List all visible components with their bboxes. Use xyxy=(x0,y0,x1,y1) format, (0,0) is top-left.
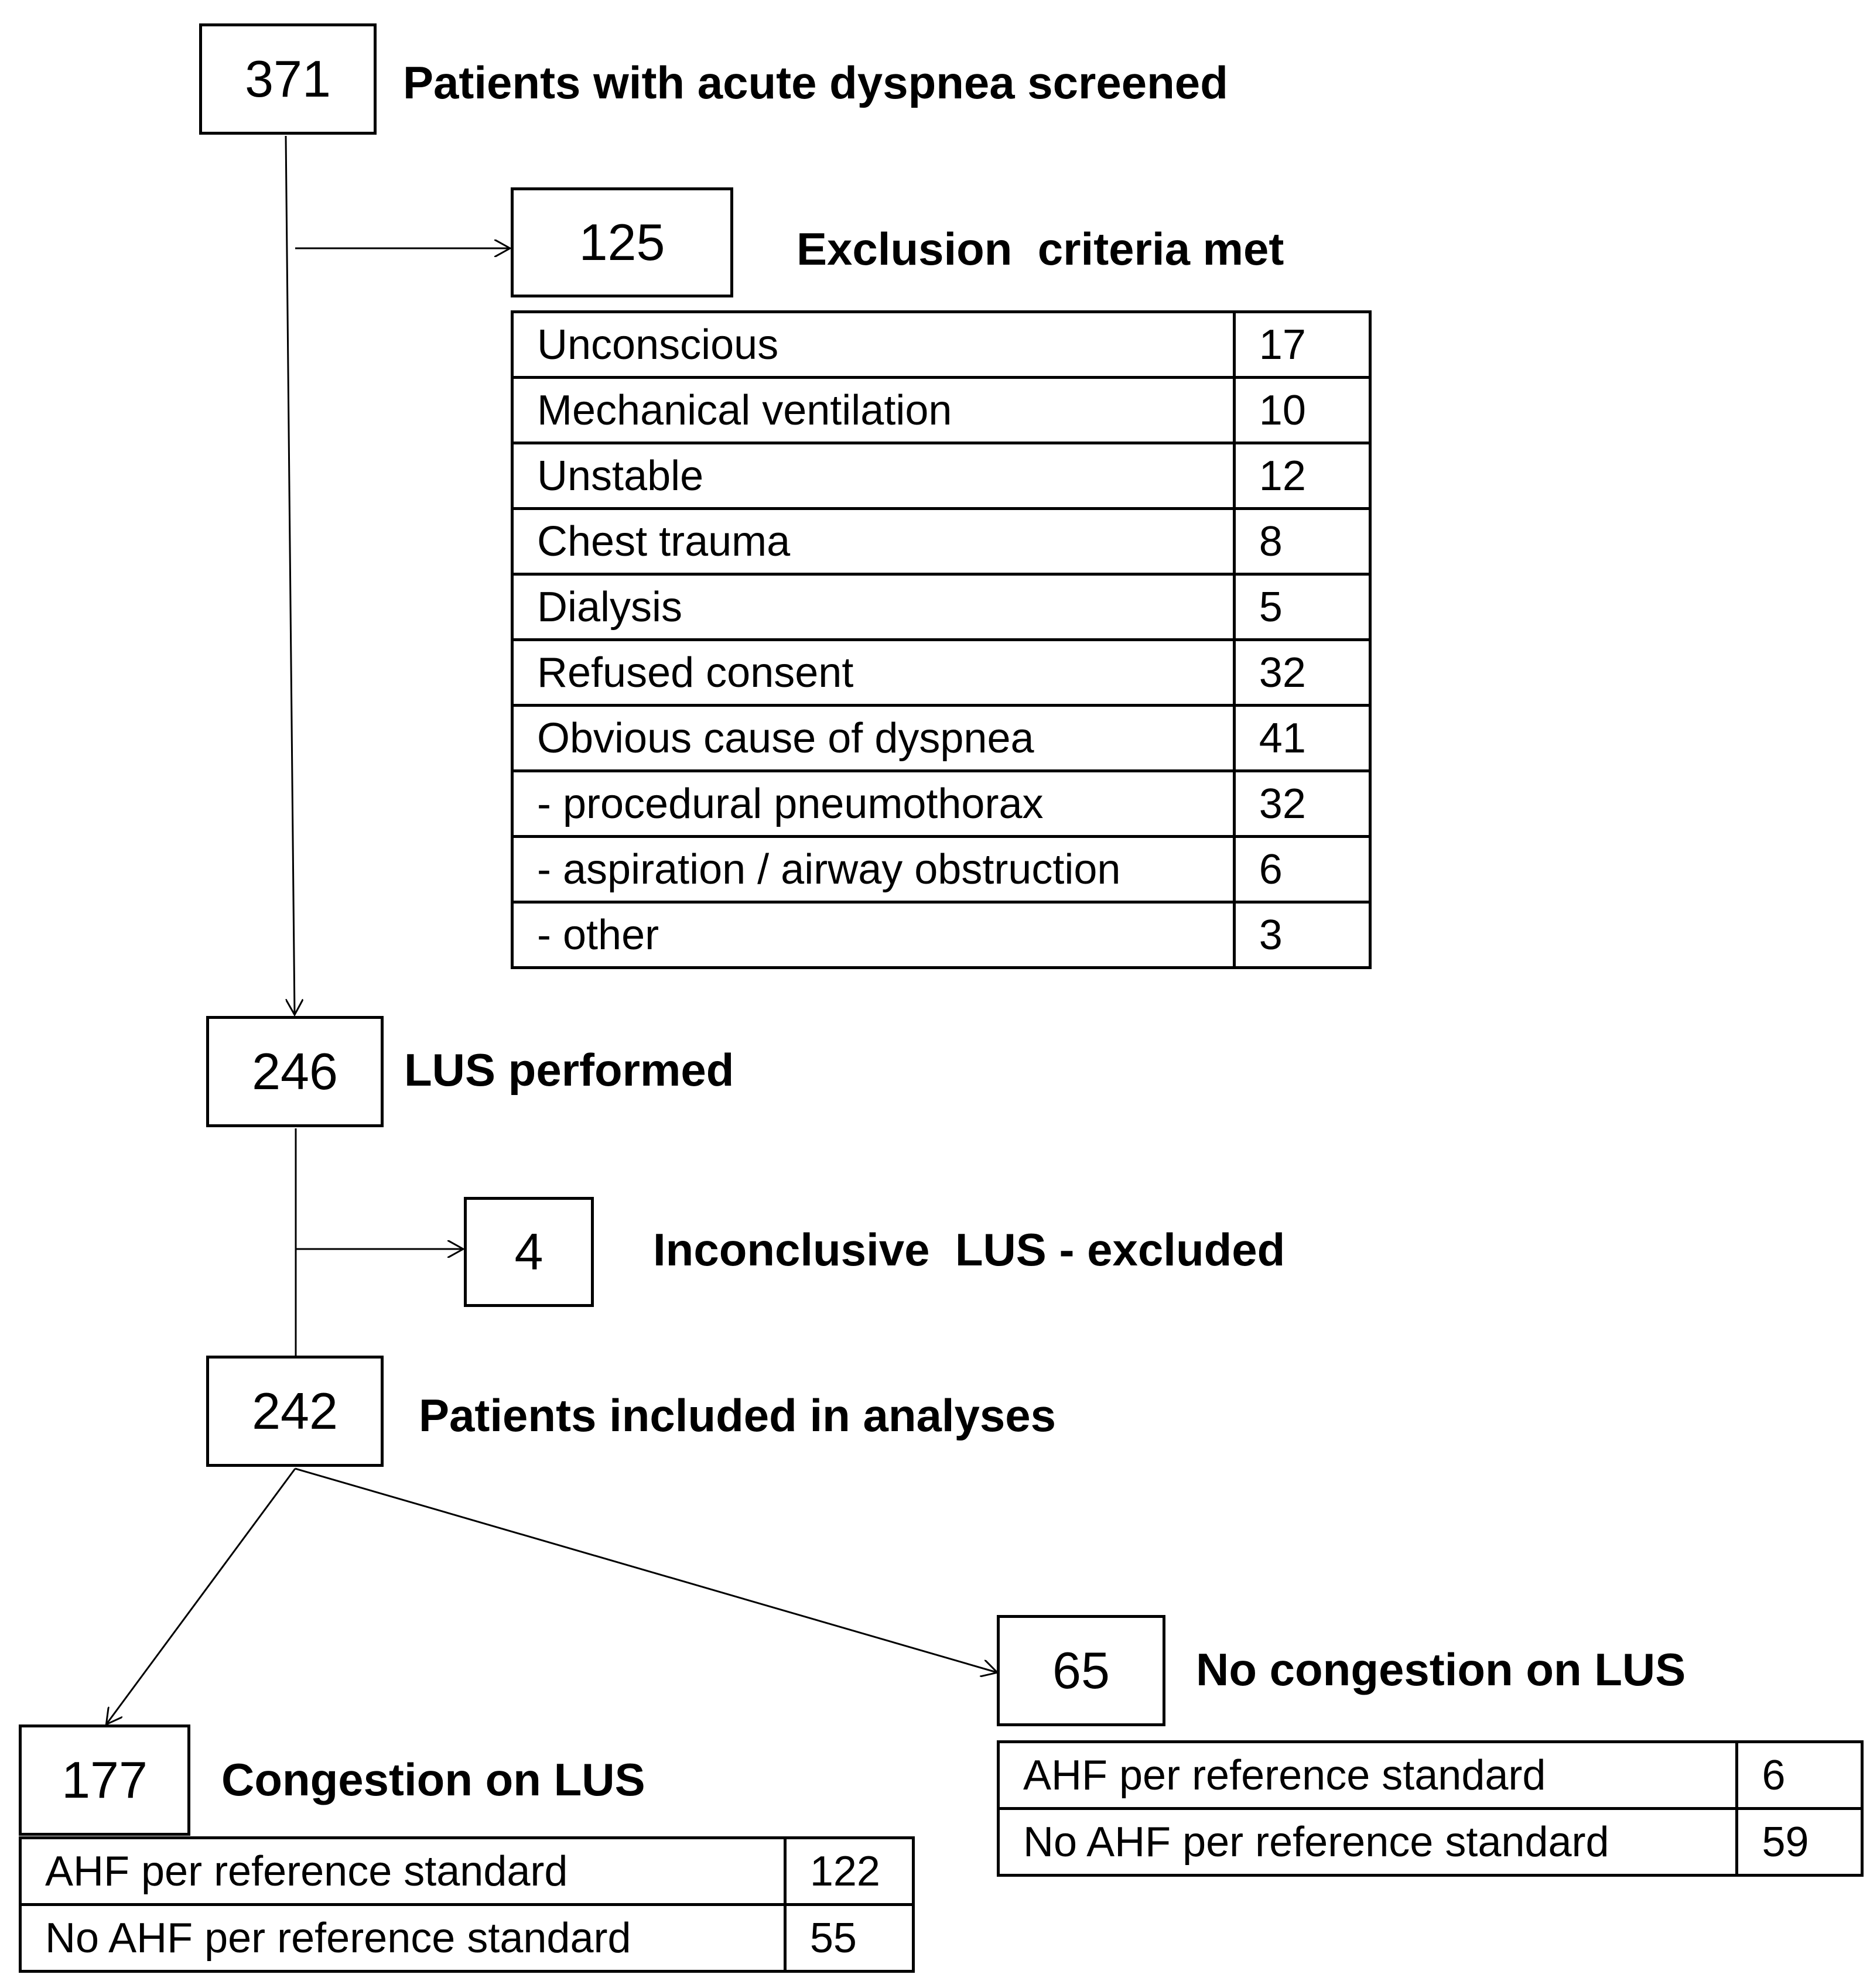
included-count: 242 xyxy=(252,1382,338,1440)
row-count: 12 xyxy=(1232,442,1372,510)
congestion-count: 177 xyxy=(61,1751,148,1809)
no-congestion-label: No congestion on LUS xyxy=(1196,1644,1686,1695)
row-label: Dialysis xyxy=(511,573,1236,641)
included-label: Patients included in analyses xyxy=(419,1390,1057,1441)
inconclusive-label: Inconclusive LUS - excluded xyxy=(653,1224,1286,1275)
row-count: 32 xyxy=(1232,638,1372,707)
row-count: 32 xyxy=(1232,769,1372,838)
no-congestion-count-box: 65 xyxy=(997,1615,1165,1726)
inconclusive-count-box: 4 xyxy=(464,1197,594,1307)
arrow-to-no-congestion xyxy=(295,1467,997,1672)
row-count: 41 xyxy=(1232,704,1372,772)
arrow-screened-to-lus xyxy=(285,135,295,1014)
screened-count-box: 371 xyxy=(199,23,377,135)
row-label: Unconscious xyxy=(511,310,1236,379)
row-count: 55 xyxy=(783,1903,915,1973)
row-count: 3 xyxy=(1232,901,1372,969)
row-count: 122 xyxy=(783,1836,915,1906)
row-label: Unstable xyxy=(511,442,1236,510)
lus-performed-count-box: 246 xyxy=(206,1016,384,1127)
screened-count: 371 xyxy=(245,50,331,108)
row-count: 10 xyxy=(1232,376,1372,444)
lus-performed-label: LUS performed xyxy=(404,1044,734,1096)
no-congestion-count: 65 xyxy=(1052,1641,1110,1699)
row-label: No AHF per reference standard xyxy=(19,1903,787,1973)
row-label: Refused consent xyxy=(511,638,1236,707)
congestion-label: Congestion on LUS xyxy=(221,1754,645,1805)
row-label: - aspiration / airway obstruction xyxy=(511,835,1236,904)
row-label: Chest trauma xyxy=(511,507,1236,576)
excluded-count-box: 125 xyxy=(511,187,733,297)
row-count: 8 xyxy=(1232,507,1372,576)
row-label: Mechanical ventilation xyxy=(511,376,1236,444)
row-label: AHF per reference standard xyxy=(19,1836,787,1906)
row-count: 5 xyxy=(1232,573,1372,641)
row-label: - other xyxy=(511,901,1236,969)
inconclusive-count: 4 xyxy=(514,1223,543,1281)
arrow-to-congestion xyxy=(107,1468,296,1724)
row-count: 6 xyxy=(1735,1740,1864,1810)
row-label: No AHF per reference standard xyxy=(996,1807,1739,1877)
row-label: AHF per reference standard xyxy=(996,1740,1739,1810)
excluded-count: 125 xyxy=(579,213,665,271)
excluded-label: Exclusion criteria met xyxy=(796,223,1284,275)
row-label: - procedural pneumothorax xyxy=(511,769,1236,838)
lus-performed-count: 246 xyxy=(252,1042,338,1100)
row-count: 17 xyxy=(1232,310,1372,379)
included-count-box: 242 xyxy=(206,1356,384,1467)
row-count: 6 xyxy=(1232,835,1372,904)
screened-label: Patients with acute dyspnea screened xyxy=(403,57,1228,108)
row-count: 59 xyxy=(1735,1807,1864,1877)
row-label: Obvious cause of dyspnea xyxy=(511,704,1236,772)
congestion-count-box: 177 xyxy=(19,1724,190,1836)
